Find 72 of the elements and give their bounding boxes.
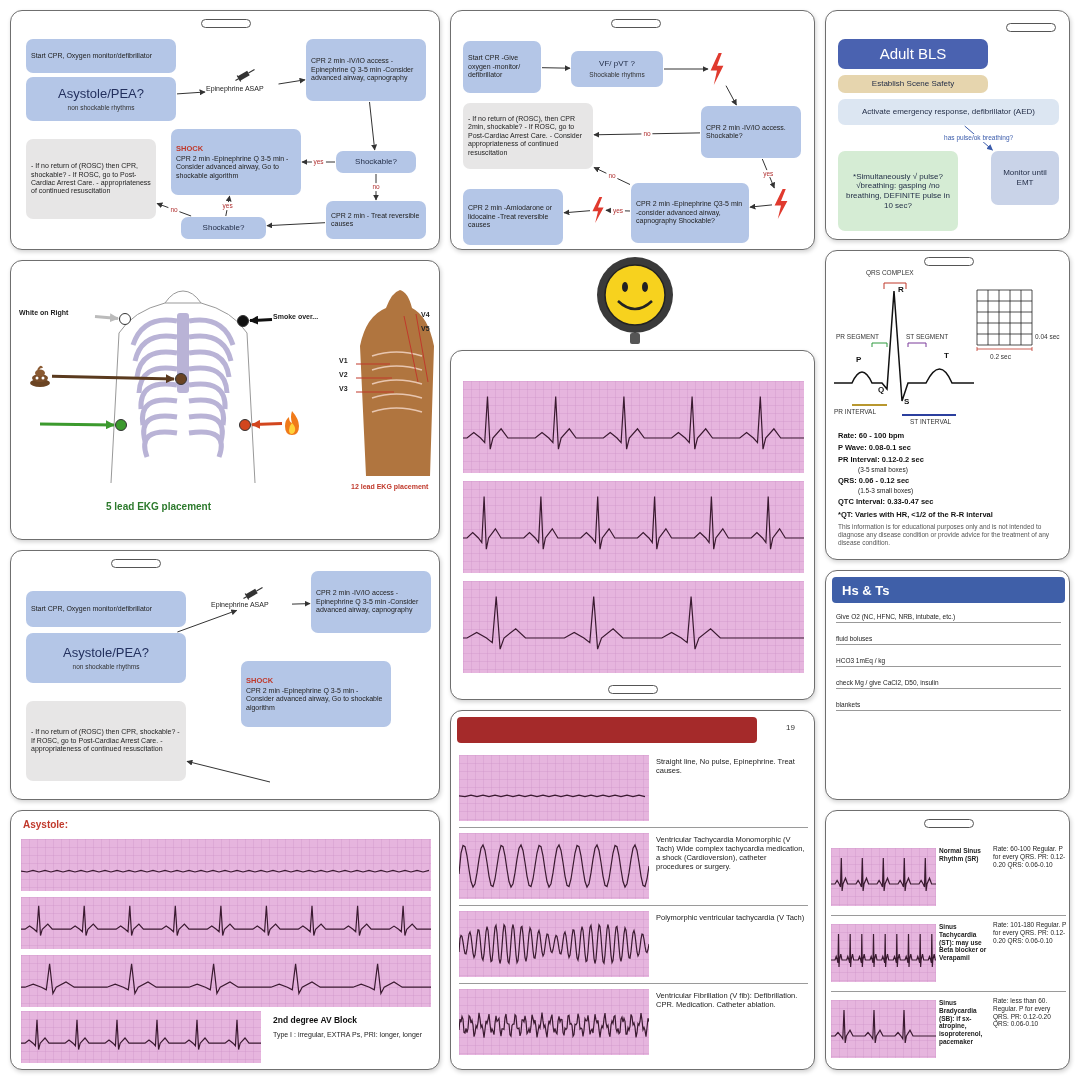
process-box <box>241 661 391 727</box>
arrow <box>51 374 175 384</box>
arrow <box>176 609 238 633</box>
arrow <box>176 89 206 96</box>
rhythm-name: Asystole: <box>23 819 69 832</box>
process-box <box>463 41 541 93</box>
box-text: VF/ pVT ? <box>598 59 636 69</box>
process-box <box>838 75 988 93</box>
process-box <box>171 129 301 195</box>
note-box <box>463 103 593 169</box>
lightning-bolt-icon <box>709 53 725 85</box>
arrow <box>541 65 571 72</box>
rhythm-name: 2nd degree AV Block <box>273 1015 359 1027</box>
box-text: *Simultaneously √ pulse? √breathing: gasping /no breathing, DEFINITE pulse in 10 sec? <box>844 171 951 211</box>
box-text: Monitor until EMT <box>1002 168 1048 188</box>
process-box <box>26 633 186 683</box>
process-box <box>991 151 1059 205</box>
box-text: Asystole/PEA? <box>57 86 145 102</box>
lightning-bolt-icon <box>773 189 789 219</box>
process-box <box>306 39 426 101</box>
box-text: Shockable? <box>201 223 246 233</box>
wave-letter: Q <box>878 385 886 396</box>
box-text: Shockable? <box>354 157 398 167</box>
arrow <box>663 66 709 72</box>
process-box <box>631 183 749 243</box>
box-text: Activate emergency response, defibrillator (AED) <box>861 107 1036 117</box>
arrow <box>251 419 283 429</box>
arrow <box>593 131 701 138</box>
process-box <box>463 189 563 245</box>
arrow <box>291 600 311 607</box>
process-box <box>838 99 1059 125</box>
arrow <box>369 101 378 151</box>
process-box <box>26 39 176 73</box>
note-box <box>26 139 156 219</box>
arrow <box>266 222 326 229</box>
title-box <box>838 39 988 69</box>
electrode-dot <box>119 313 131 325</box>
card-title: Hs & Ts <box>842 583 891 600</box>
process-box <box>326 201 426 239</box>
arrow <box>749 203 773 210</box>
process-box <box>26 591 186 627</box>
arrow <box>563 209 591 216</box>
decision-box <box>181 217 266 239</box>
arrow <box>39 420 115 430</box>
decision-box <box>571 51 663 87</box>
process-box <box>26 77 176 121</box>
decision-box <box>336 151 416 173</box>
electrode-dot <box>239 419 251 431</box>
process-box <box>838 151 958 231</box>
box-text: Adult BLS <box>878 45 948 63</box>
box-text: Establish Scene Safety <box>870 79 956 89</box>
note-box <box>26 701 186 781</box>
process-box <box>701 106 801 158</box>
electrode-dot <box>237 315 249 327</box>
arrow <box>94 313 119 323</box>
wave-letter: P <box>856 355 863 366</box>
wave-letter: T <box>944 351 950 362</box>
electrode-dot <box>115 419 127 431</box>
lightning-bolt-icon <box>591 197 605 223</box>
arrow <box>249 315 273 325</box>
arrow <box>725 85 737 106</box>
caption: 5 lead EKG placement <box>106 501 213 514</box>
wave-letter: S <box>904 397 911 408</box>
box-text: Asystole/PEA? <box>62 645 150 661</box>
poop-icon <box>29 365 51 387</box>
wave-letter: R <box>898 285 905 296</box>
flame-icon <box>283 411 301 435</box>
arrow <box>278 77 306 85</box>
arrow <box>186 759 271 783</box>
process-box <box>311 571 431 633</box>
page-number: 19 <box>786 723 796 734</box>
arrow <box>761 158 775 189</box>
